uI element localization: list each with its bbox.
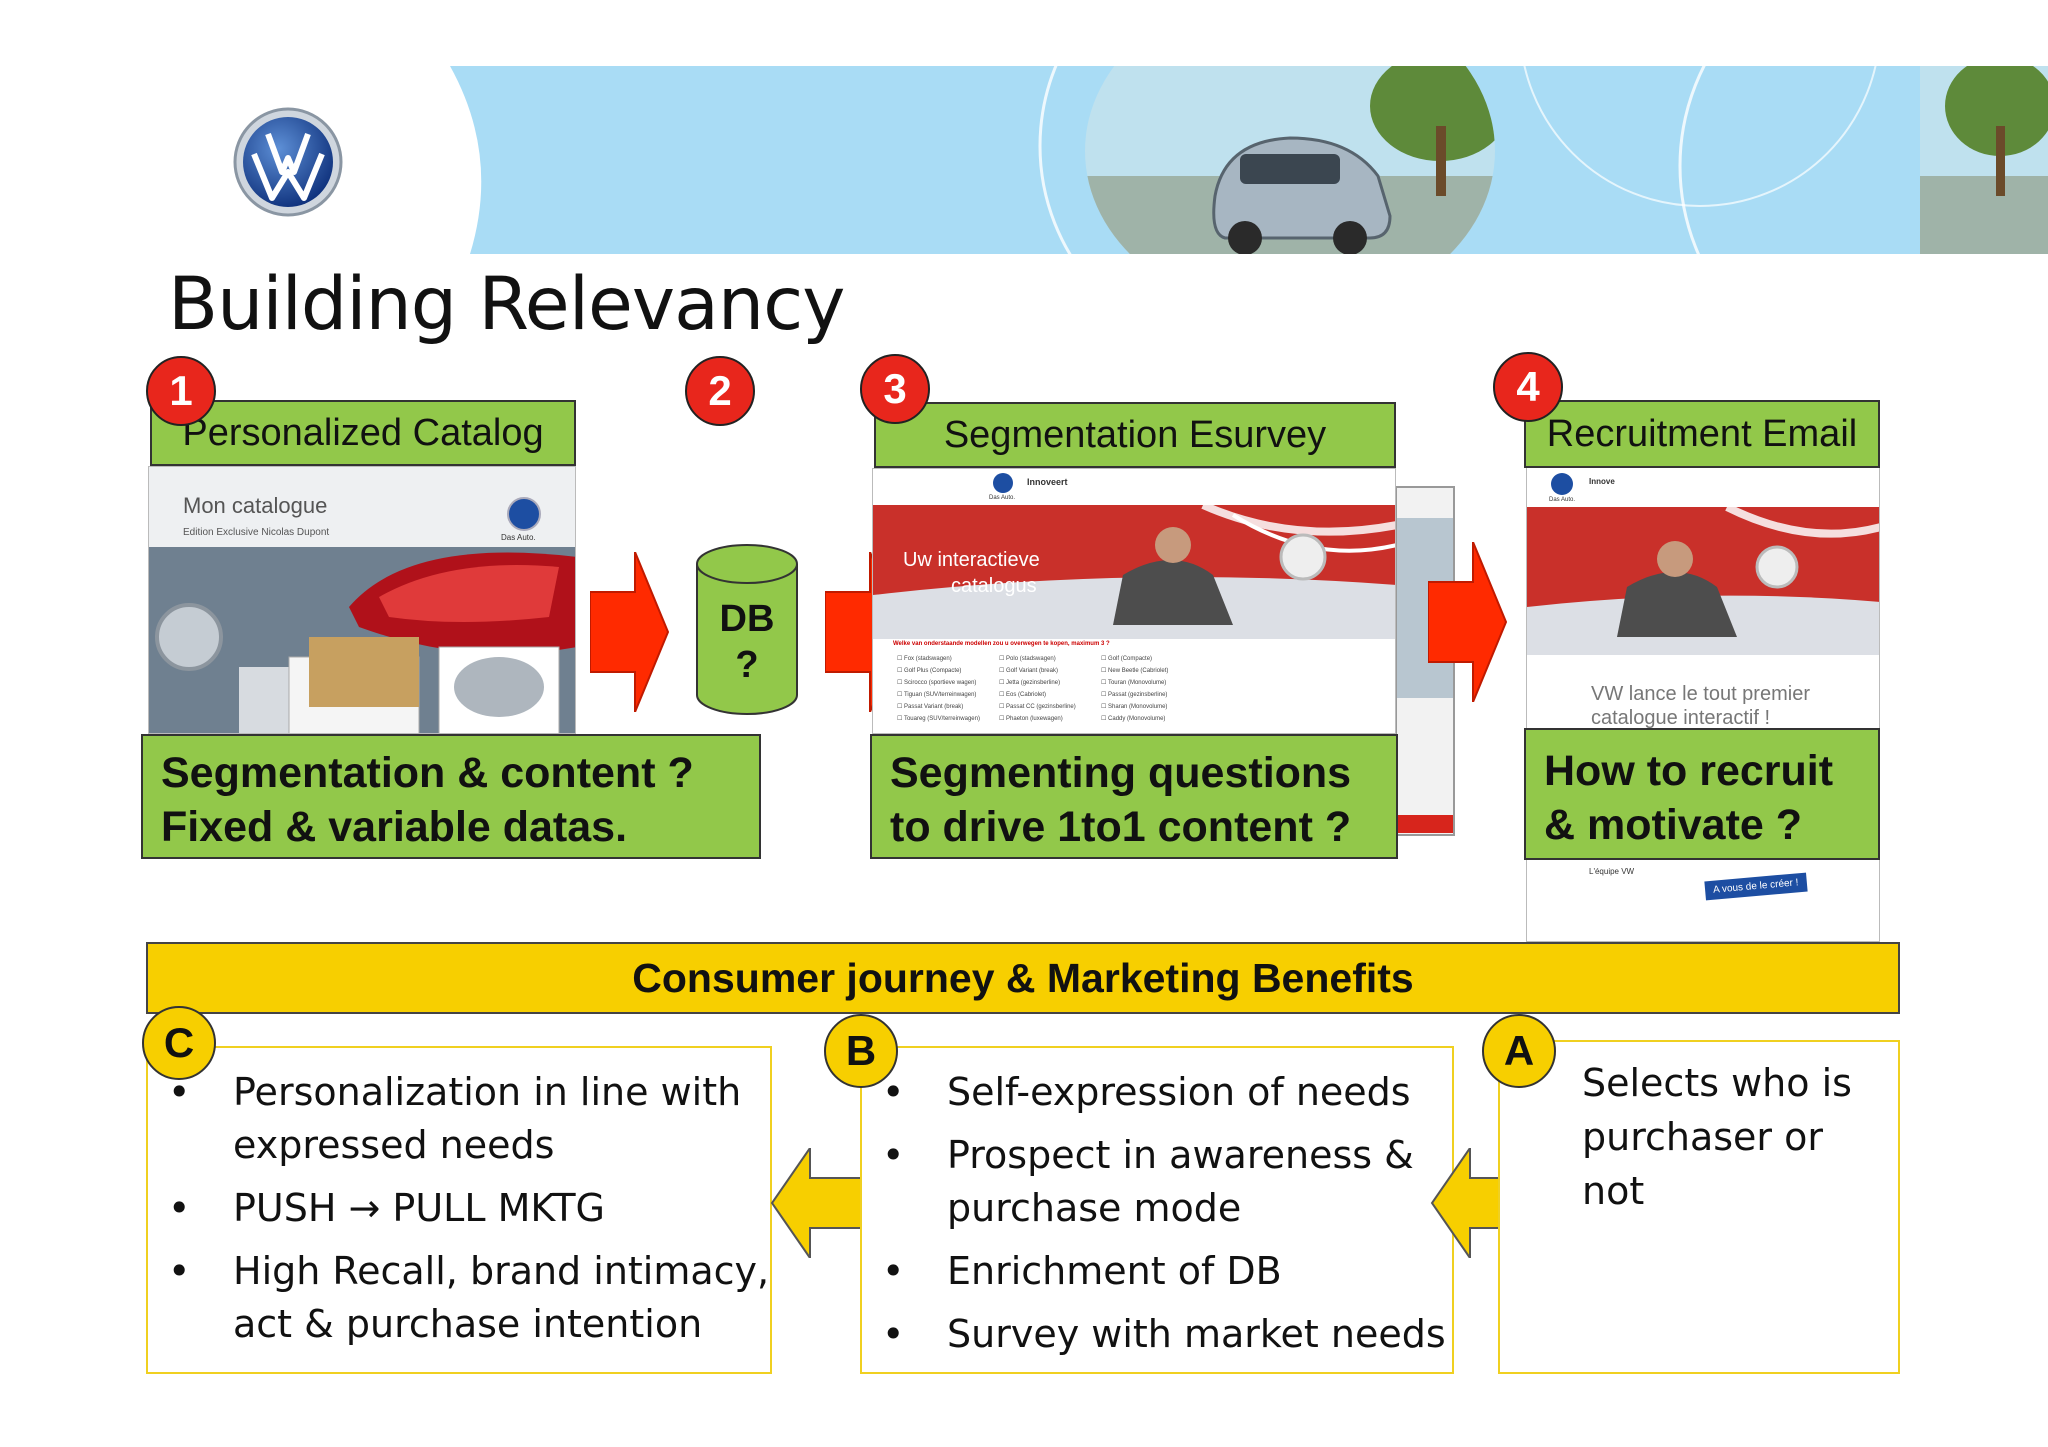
benefit-c-item: High Recall, brand intimacy, act & purch…: [148, 1245, 770, 1351]
email-banner-image: [1527, 507, 1879, 655]
survey-option-checkbox[interactable]: ☐ Phaeton (luxewagen): [999, 716, 1063, 722]
esurvey-top-label: Innoveert: [1027, 477, 1068, 487]
survey-option-checkbox[interactable]: ☐ Fox (stadswagen): [897, 656, 952, 662]
question-catalog-line-1: Segmentation & content ?: [161, 749, 694, 797]
step-4-badge: 4: [1493, 352, 1563, 422]
vw-badge-icon: [1551, 473, 1573, 495]
car-rear-image: [149, 547, 575, 733]
email-top-label: Innove: [1589, 477, 1615, 486]
step-1-badge: 1: [146, 356, 216, 426]
question-box-email: How to recruit & motivate ?: [1524, 728, 1880, 860]
survey-option-checkbox[interactable]: ☐ Passat (gezinsberline): [1101, 692, 1168, 698]
survey-option-checkbox[interactable]: ☐ Jetta (gezinsberline): [999, 680, 1061, 686]
step-3-badge: 3: [860, 354, 930, 424]
catalog-screenshot: Mon catalogue Edition Exclusive Nicolas …: [148, 466, 576, 734]
vw-badge-icon: [507, 497, 541, 531]
question-email-line-1: How to recruit: [1544, 747, 1834, 795]
question-esurvey-line-1: Segmenting questions: [890, 749, 1352, 797]
question-catalog-line-2: Fixed & variable datas.: [161, 803, 628, 851]
catalog-subheading: Edition Exclusive Nicolas Dupont: [183, 527, 330, 538]
question-email-line-2: & motivate ?: [1544, 801, 1803, 849]
benefit-box-c: Personalization in line with expressed n…: [146, 1046, 772, 1374]
survey-option-checkbox[interactable]: ☐ Scirocco (sportieve wagen): [897, 680, 977, 686]
benefit-c-item: PUSH → PULL MKTG: [148, 1182, 770, 1235]
survey-option-checkbox[interactable]: ☐ Touareg (SUV/terreinwagen): [897, 716, 980, 722]
flow-arrow-right-icon: [590, 552, 670, 712]
benefit-b-item: Self-expression of needs: [862, 1066, 1452, 1119]
benefit-c-list: Personalization in line with expressed n…: [148, 1066, 770, 1351]
benefit-b-item: Prospect in awareness & purchase mode: [862, 1129, 1452, 1235]
email-cta-button[interactable]: A vous de le créer !: [1704, 872, 1808, 901]
step-3-label: Segmentation Esurvey: [874, 402, 1396, 468]
email-headline-1: VW lance le tout premier: [1591, 683, 1810, 705]
catalog-heading: Mon catalogue: [183, 493, 328, 518]
survey-option-checkbox[interactable]: ☐ Eos (Cabriolet): [999, 692, 1047, 698]
survey-option-checkbox[interactable]: ☐ Golf Variant (break): [999, 668, 1058, 674]
benefit-a-badge: A: [1482, 1014, 1556, 1088]
survey-option-checkbox[interactable]: ☐ New Beetle (Cabriolet): [1101, 668, 1169, 674]
esurvey-headline-1: Uw interactieve: [903, 549, 1040, 571]
benefit-b-item: Enrichment of DB: [862, 1245, 1452, 1298]
step-2-badge: 2: [685, 356, 755, 426]
step-1-label: Personalized Catalog: [150, 400, 576, 466]
email-screenshot: Das Auto. Innove VW lance le tout premie…: [1526, 466, 1880, 942]
flow-arrow-right-icon: [1428, 542, 1508, 702]
step-4-label: Recruitment Email: [1524, 400, 1880, 468]
survey-option-checkbox[interactable]: ☐ Polo (stadswagen): [999, 656, 1056, 662]
esurvey-question: Welke van onderstaande modellen zou u ov…: [893, 641, 1110, 647]
journey-bar: Consumer journey & Marketing Benefits: [146, 942, 1900, 1014]
survey-option-checkbox[interactable]: ☐ Passat CC (gezinsberline): [999, 704, 1076, 710]
benefit-c-item: Personalization in line with expressed n…: [148, 1066, 770, 1172]
survey-option-checkbox[interactable]: ☐ Golf Plus (Compacte): [897, 668, 962, 674]
benefit-b-badge: B: [824, 1014, 898, 1088]
benefit-a-text: Selects who is purchaser or not: [1582, 1061, 1852, 1213]
email-signature: L'équipe VW: [1589, 867, 1635, 876]
survey-option-checkbox[interactable]: ☐ Passat Variant (break): [897, 704, 964, 710]
esurvey-headline-2: catalogus: [951, 575, 1037, 597]
db-label: DB: [719, 598, 775, 640]
survey-option-checkbox[interactable]: ☐ Caddy (Monovolume): [1101, 716, 1166, 722]
vw-badge-icon: [993, 473, 1013, 493]
survey-option-checkbox[interactable]: ☐ Tiguan (SUV/terreinwagen): [897, 692, 977, 698]
benefit-box-b: Self-expression of needs Prospect in awa…: [860, 1046, 1454, 1374]
db-question: ?: [735, 644, 759, 686]
benefit-c-badge: C: [142, 1006, 216, 1080]
vw-logo-icon: [232, 106, 344, 218]
database-icon: DB ?: [694, 542, 800, 717]
survey-option-checkbox[interactable]: ☐ Touran (Monovolume): [1101, 680, 1167, 686]
email-headline-2: catalogue interactif !: [1591, 707, 1770, 729]
benefit-box-a: Selects who is purchaser or not: [1498, 1040, 1900, 1374]
survey-option-checkbox[interactable]: ☐ Golf (Compacte): [1101, 656, 1153, 662]
esurvey-screenshot: Das Auto. Innoveert Uw interactieve cata…: [872, 468, 1396, 734]
question-box-esurvey: Segmenting questions to drive 1to1 conte…: [870, 734, 1398, 859]
email-brand-tag: Das Auto.: [1549, 497, 1576, 503]
question-esurvey-line-2: to drive 1to1 content ?: [890, 803, 1352, 851]
benefit-b-list: Self-expression of needs Prospect in awa…: [862, 1066, 1452, 1361]
question-box-catalog: Segmentation & content ? Fixed & variabl…: [141, 734, 761, 859]
survey-option-checkbox[interactable]: ☐ Sharan (Monovolume): [1101, 704, 1168, 710]
flow-arrow-left-icon: [770, 1148, 862, 1258]
catalog-brand-tag: Das Auto.: [501, 533, 536, 542]
esurvey-brand-tag: Das Auto.: [989, 495, 1016, 501]
benefit-b-item: Survey with market needs: [862, 1308, 1452, 1361]
header-banner: [0, 66, 2048, 254]
sofa-banner-image: [873, 505, 1395, 639]
page-title: Building Relevancy: [168, 262, 845, 347]
